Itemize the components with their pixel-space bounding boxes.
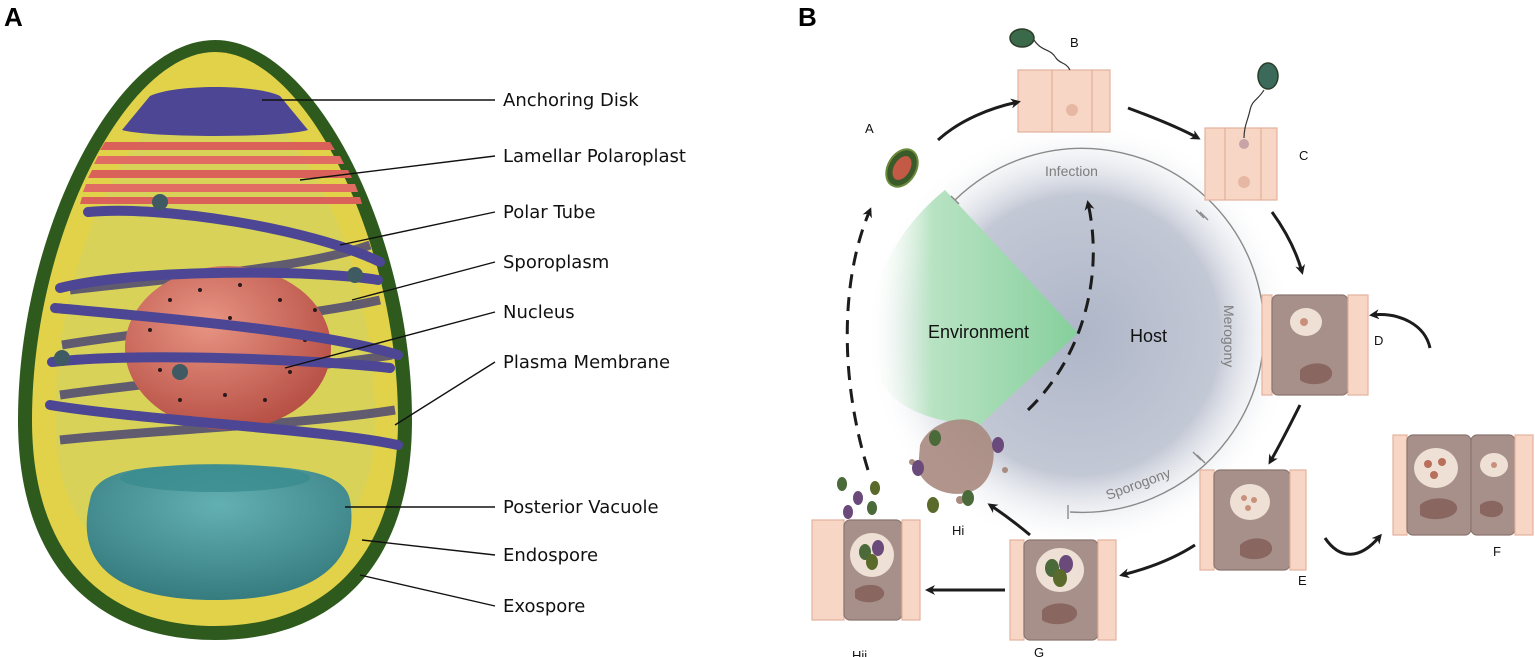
stage-g-label: G xyxy=(1034,645,1044,657)
phase-merogony: Merogony xyxy=(1221,305,1237,367)
environment-zone xyxy=(870,190,1078,425)
panel-b-letter: B xyxy=(798,2,817,32)
stage-g-cells xyxy=(1009,539,1117,641)
panel-a-letter: A xyxy=(4,2,23,32)
panel-a: A xyxy=(4,2,686,640)
stage-b-label: B xyxy=(1070,35,1079,50)
label-polar-tube: Polar Tube xyxy=(503,202,596,223)
stage-d-cells xyxy=(1261,294,1369,396)
panel-b: B Infection Merogony Sporogony Environme… xyxy=(798,2,1534,657)
stage-f-label: F xyxy=(1493,544,1501,559)
label-posterior-vacuole: Posterior Vacuole xyxy=(503,497,659,518)
anchoring-disk xyxy=(122,87,308,136)
stage-c-cells xyxy=(1204,62,1279,201)
stage-b-cells xyxy=(1009,28,1111,133)
cycle-arc xyxy=(954,147,1265,514)
stage-f-cells xyxy=(1392,434,1534,536)
dashed-arrow-environment xyxy=(845,207,872,471)
polar-tube-front xyxy=(45,205,403,450)
stage-e-cells xyxy=(1199,469,1307,571)
stage-hi-label: Hi xyxy=(952,523,964,538)
lamellar-polaroplast xyxy=(80,142,362,204)
label-endospore: Endospore xyxy=(503,545,598,566)
posterior-vacuole xyxy=(86,465,352,600)
label-lamellar-polaroplast: Lamellar Polaroplast xyxy=(503,146,686,167)
stage-a-spore xyxy=(885,148,919,188)
stage-hi-debris xyxy=(909,419,1008,513)
zone-environment-label: Environment xyxy=(928,322,1029,342)
polar-tube-knobs xyxy=(54,194,363,380)
vacuole-highlight xyxy=(120,464,310,492)
stage-d-label: D xyxy=(1374,333,1383,348)
nucleus xyxy=(125,266,331,430)
label-sporoplasm: Sporoplasm xyxy=(503,252,609,273)
stage-hii-label: Hii xyxy=(852,648,867,657)
phase-infection: Infection xyxy=(1045,163,1098,179)
cycle-ticks xyxy=(950,195,1209,519)
leader-lines xyxy=(262,99,496,607)
cycle-arrows xyxy=(925,98,1432,595)
label-plasma-membrane: Plasma Membrane xyxy=(503,352,670,373)
stage-a-label: A xyxy=(865,121,874,136)
stage-c-label: C xyxy=(1299,148,1308,163)
spore-illustration xyxy=(18,40,412,640)
label-nucleus: Nucleus xyxy=(503,302,575,323)
spore-part-labels: Anchoring Disk Lamellar Polaroplast Pola… xyxy=(503,90,686,617)
stage-hii-cells xyxy=(811,477,921,621)
stage-e-label: E xyxy=(1298,573,1307,588)
label-exospore: Exospore xyxy=(503,596,585,617)
dashed-arrow-host xyxy=(1026,200,1095,412)
zone-host-label: Host xyxy=(1130,326,1167,346)
label-anchoring-disk: Anchoring Disk xyxy=(503,90,639,111)
